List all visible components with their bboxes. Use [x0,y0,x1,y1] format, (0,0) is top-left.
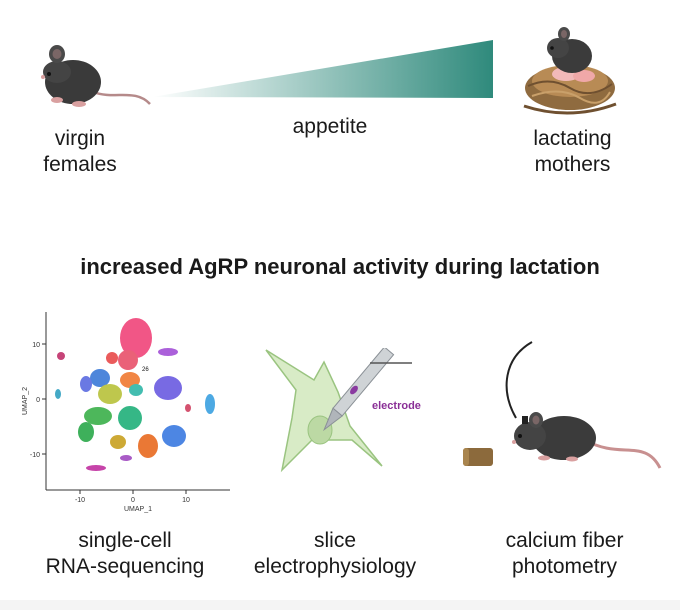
figure-title: increased AgRP neuronal activity during … [80,254,600,279]
lactating-mother-nest-icon [523,27,617,115]
method-label-scrnaseq: single-cell RNA-sequencing [45,529,205,578]
umap-x-axis-label: UMAP_1 [124,506,152,513]
umap-x-tick: 10 [182,497,190,504]
lactating-mothers-label: lactating mothers [533,127,612,176]
umap-x-tick: -10 [75,497,85,504]
electrode-label: electrode [372,400,421,412]
bottom-strip [0,600,680,610]
virgin-females-label: virgin females [43,127,117,176]
appetite-label: appetite [292,115,368,138]
umap-plot: 10 0 -10 -10 0 10 UMAP_1 UMAP_2 26 [22,312,230,513]
method-label-electrophysiology: slice electrophysiology [253,529,417,578]
umap-x-tick: 0 [131,497,135,504]
neuron-electrode-illustration: electrode [265,348,421,473]
appetite-gradient-wedge [152,40,493,98]
umap-cluster-label: 26 [142,367,149,373]
umap-y-tick: 0 [36,397,40,404]
method-label-photometry: calcium fiber photometry [505,529,624,578]
umap-y-axis-label: UMAP_2 [22,387,29,415]
umap-y-tick: 10 [32,342,40,349]
fiber-photometry-mouse-illustration [463,341,662,469]
umap-y-tick: -10 [30,452,40,459]
virgin-mouse-icon [41,45,151,107]
